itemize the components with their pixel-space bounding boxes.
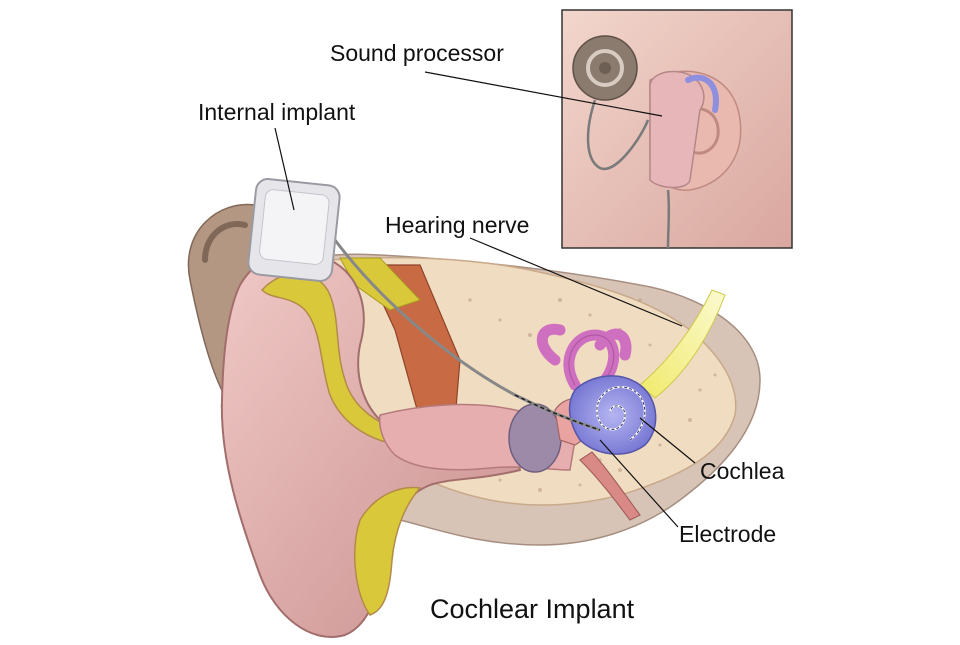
label-electrode: Electrode	[679, 521, 777, 547]
label-internal-implant: Internal implant	[198, 99, 356, 125]
electrode-leader	[599, 439, 679, 528]
sound-processor-inset	[561, 9, 793, 249]
electrode-wire	[333, 239, 601, 432]
diagram-title: Cochlear Implant	[430, 594, 635, 624]
cochlea-organ	[568, 375, 657, 455]
earlobe-cartilage	[354, 486, 422, 616]
label-hearing-nerve: Hearing nerve	[385, 212, 530, 238]
internal-implant-leader	[274, 127, 295, 211]
leader-lines	[274, 71, 696, 528]
hearing-nerve	[639, 289, 726, 399]
eardrum	[508, 403, 562, 473]
sound-processor-leader	[424, 71, 663, 117]
internal-implant-device	[247, 178, 341, 282]
cochlea-leader	[639, 417, 696, 464]
outer-ear	[220, 251, 522, 638]
eustachian-tube	[579, 451, 641, 521]
label-sound-processor: Sound processor	[330, 40, 504, 66]
label-cochlea: Cochlea	[700, 458, 785, 484]
hearing-nerve-leader	[469, 237, 683, 327]
